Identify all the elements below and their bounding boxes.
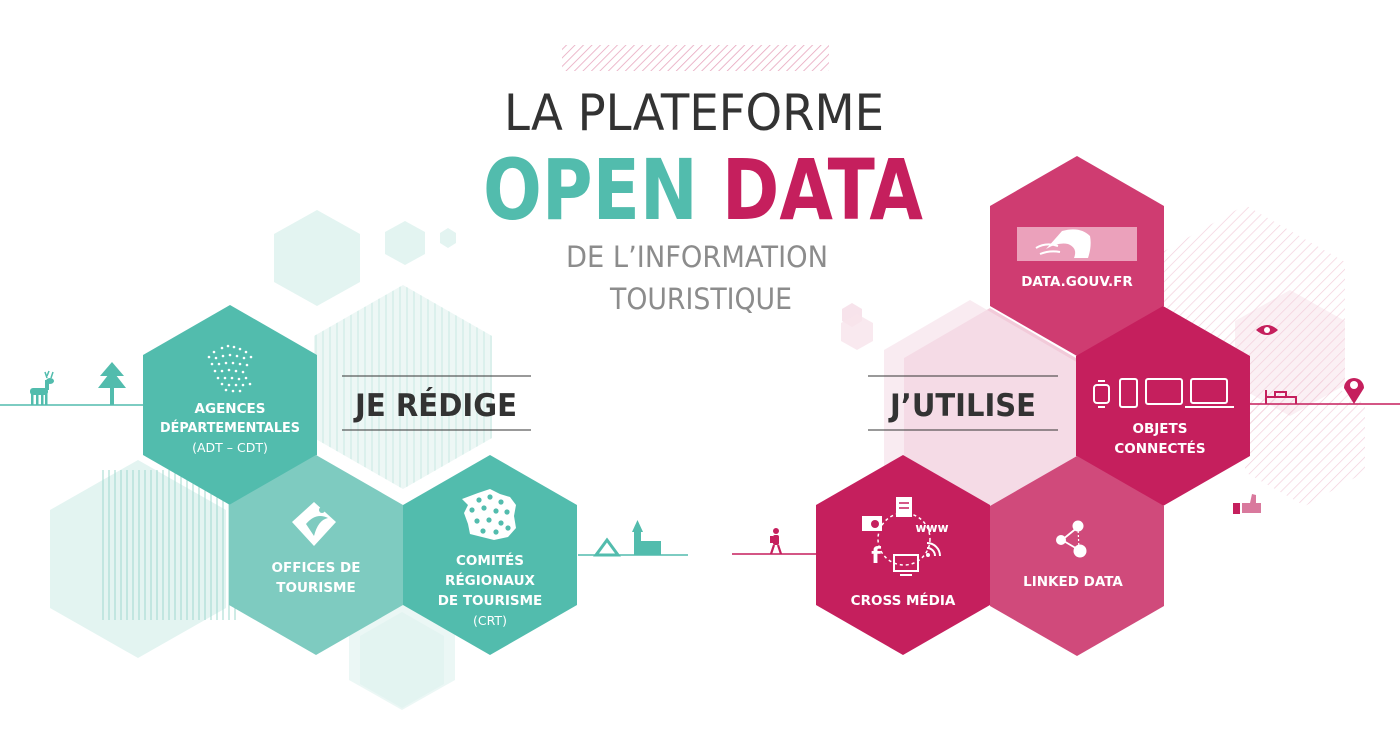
title-open-data: OPEN DATA — [483, 141, 923, 239]
hex-comites-sub: (CRT) — [473, 613, 507, 628]
subtitle-line2: TOURISTIQUE — [609, 282, 792, 316]
tree-icon — [98, 362, 126, 405]
hex-objets-label-2: CONNECTÉS — [1114, 440, 1205, 457]
linked-data-icon — [1056, 520, 1087, 558]
hex-linked-data-label: LINKED DATA — [1023, 574, 1123, 590]
hex-agences[interactable]: AGENCES DÉPARTEMENTALES (ADT – CDT) — [143, 305, 317, 505]
tent-icon — [593, 537, 621, 557]
j-utilise-text: J’UTILISE — [888, 388, 1036, 424]
hiker-icon — [769, 528, 783, 555]
france-regions-icon — [462, 489, 516, 540]
hex-comites-label-1: COMITÉS — [456, 552, 524, 569]
hex-agences-label-2: DÉPARTEMENTALES — [160, 419, 300, 436]
hex-comites[interactable]: COMITÉS RÉGIONAUX DE TOURISME (CRT) — [403, 455, 577, 655]
right-ground — [732, 325, 1400, 555]
hex-offices-label-1: OFFICES DE — [272, 560, 361, 576]
bed-icon — [1265, 390, 1297, 404]
france-dots-icon — [207, 344, 253, 393]
title-line1: LA PLATEFORME — [504, 84, 884, 142]
deer-icon — [30, 370, 54, 405]
hex-objets-label-1: OBJETS — [1133, 421, 1188, 437]
hex-offices-label-2: TOURISME — [276, 580, 355, 596]
eye-icon — [1256, 325, 1278, 335]
hex-agences-sub: (ADT – CDT) — [192, 440, 268, 455]
hex-data-gouv-label: DATA.GOUV.FR — [1021, 274, 1133, 290]
title-hatch-bar — [562, 45, 829, 71]
left-background-hexes — [50, 210, 492, 710]
hex-cross-media-label: CROSS MÉDIA — [851, 592, 956, 609]
marianne-logo-icon — [1017, 227, 1137, 261]
hex-comites-label-3: DE TOURISME — [438, 593, 543, 609]
building-icon — [632, 520, 661, 555]
je-redige-label: JE RÉDIGE — [342, 375, 531, 431]
hex-offices[interactable]: OFFICES DE TOURISME — [229, 455, 403, 655]
subtitle-line1: DE L’INFORMATION — [566, 240, 828, 274]
j-utilise-label: J’UTILISE — [868, 375, 1058, 431]
left-ground — [0, 362, 145, 406]
hex-cross-media[interactable]: www f CROSS MÉDIA — [816, 455, 990, 655]
je-redige-text: JE RÉDIGE — [353, 388, 517, 424]
devices-icon — [1093, 378, 1234, 408]
thumbs-up-icon — [1233, 494, 1261, 514]
hex-data-gouv[interactable]: DATA.GOUV.FR — [990, 156, 1164, 356]
title-open: OPEN — [483, 141, 698, 239]
left-ground-2 — [578, 520, 688, 557]
media-cycle-icon — [862, 497, 941, 576]
cross-media-www: www — [915, 521, 948, 535]
cross-media-f: f — [871, 544, 881, 569]
hex-objets[interactable]: OBJETS CONNECTÉS — [1076, 306, 1250, 506]
hex-comites-label-2: RÉGIONAUX — [445, 572, 535, 589]
office-tourisme-logo-icon — [292, 502, 336, 546]
hex-agences-label-1: AGENCES — [195, 401, 266, 417]
location-pin-icon — [1344, 378, 1364, 404]
hex-linked-data[interactable]: LINKED DATA — [990, 456, 1164, 656]
title-data: DATA — [722, 141, 923, 239]
